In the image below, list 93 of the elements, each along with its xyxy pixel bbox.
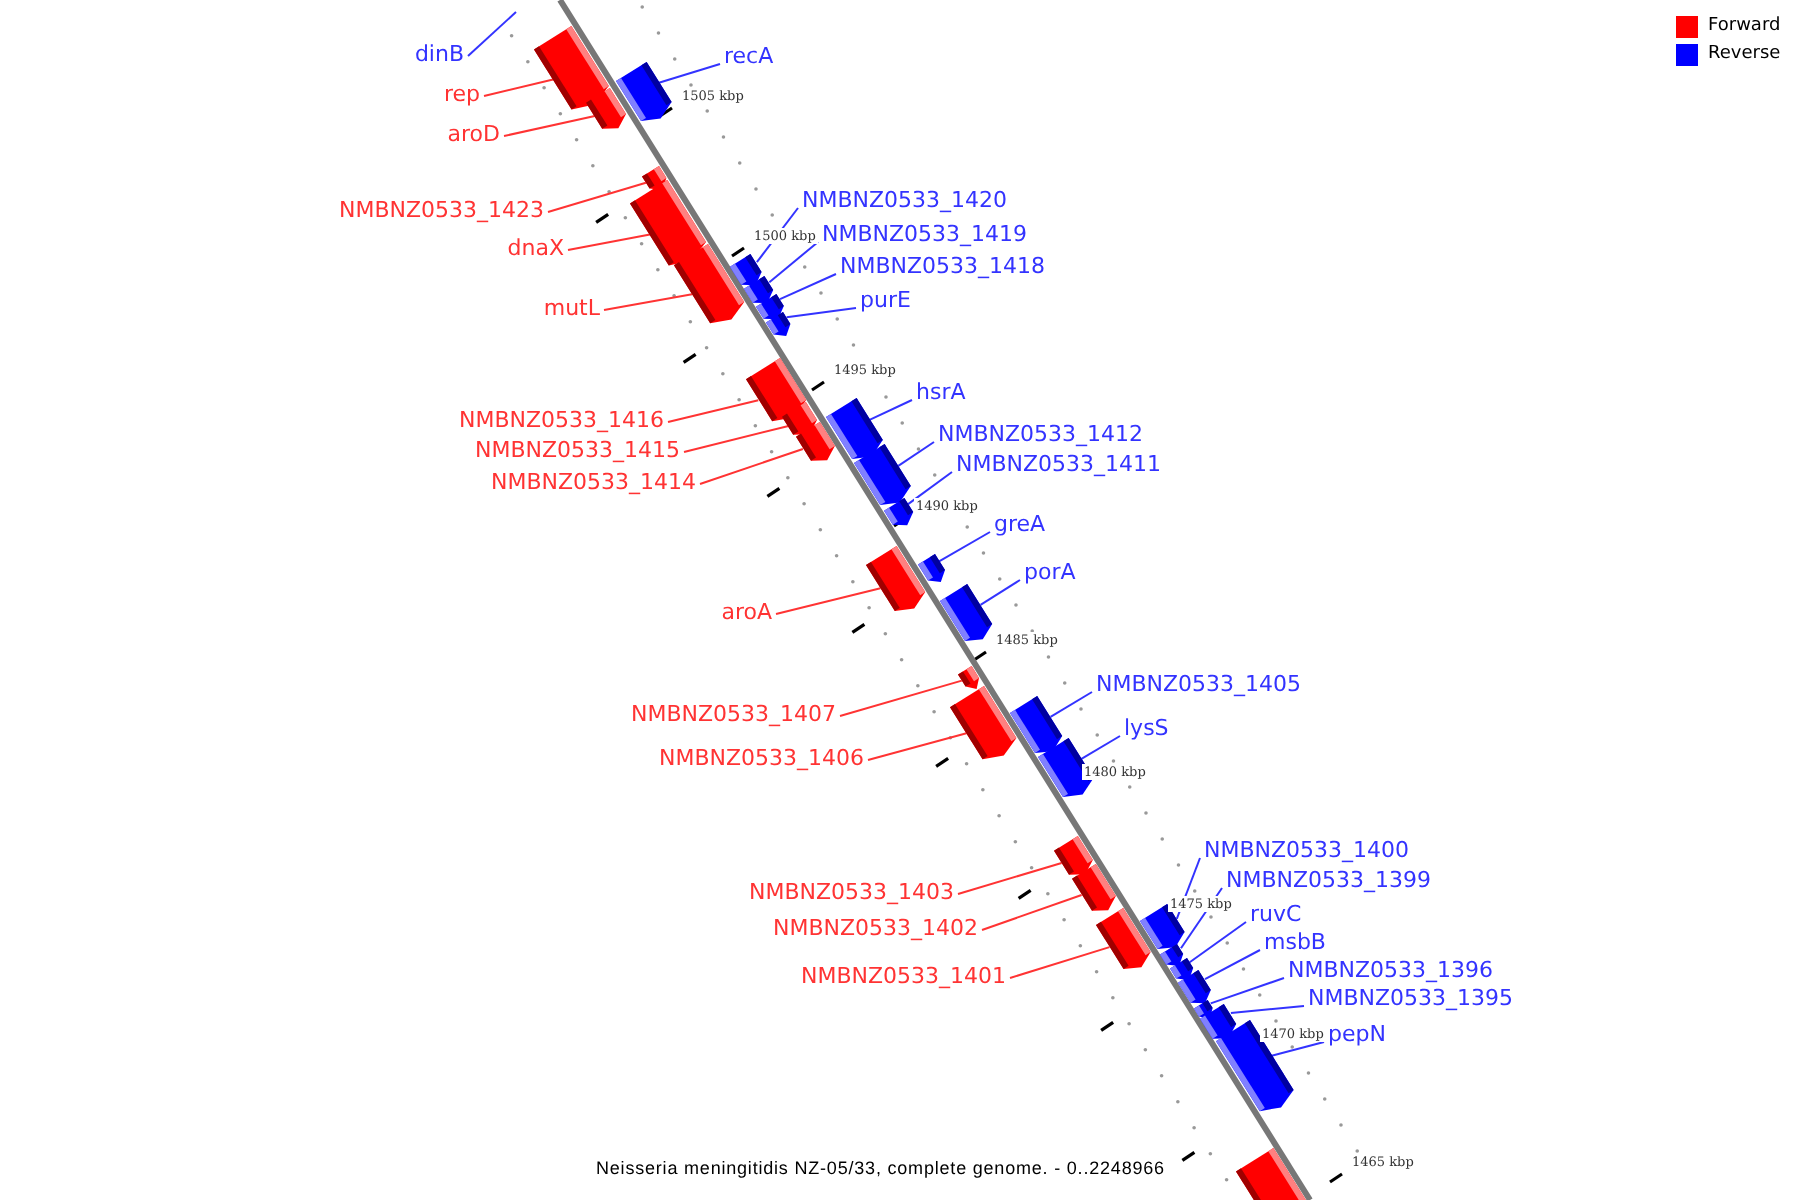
gene-label: aroD — [447, 121, 500, 147]
leader-line — [981, 893, 1083, 931]
forward-gene-block — [866, 546, 926, 612]
gene-label: greA — [994, 511, 1046, 537]
gene-label: NMBNZ0533_1399 — [1226, 867, 1432, 893]
reverse-gene-block — [1169, 957, 1193, 980]
forward-gene-block — [958, 666, 980, 690]
gene-label: NMBNZ0533_1395 — [1308, 985, 1514, 1011]
forward-gene-block — [1095, 908, 1151, 970]
leader-line — [775, 587, 882, 615]
leader-line — [1080, 735, 1121, 760]
gene-label: purE — [860, 287, 911, 313]
leader-line — [1270, 1041, 1325, 1057]
forward-gene-block — [586, 88, 627, 129]
leader-line — [907, 471, 953, 506]
gene-label: NMBNZ0533_1412 — [938, 421, 1144, 447]
leader-line — [699, 447, 804, 485]
reverse-gene-block — [744, 275, 774, 303]
gene-label: NMBNZ0533_1419 — [822, 221, 1028, 247]
leader-line — [567, 233, 651, 251]
forward-gene-block — [1054, 836, 1093, 875]
leader-line — [785, 307, 857, 319]
gene-label: mutL — [543, 295, 600, 321]
gene-label: hsrA — [916, 379, 966, 405]
leader-line — [667, 399, 760, 423]
gene-label: dinB — [414, 41, 464, 67]
gene-label: NMBNZ0533_1403 — [748, 879, 954, 905]
gene-label: ruvC — [1250, 901, 1302, 927]
leader-line — [768, 241, 819, 284]
forward-gene-block — [630, 180, 707, 266]
leader-line — [1204, 949, 1261, 981]
leader-line — [979, 579, 1021, 606]
leader-line — [868, 399, 913, 421]
reverse-gene-block — [765, 311, 791, 336]
reverse-gene-block — [1160, 943, 1185, 966]
leader-line — [938, 531, 991, 563]
leader-line — [1009, 946, 1111, 979]
reverse-gene-block — [1200, 1003, 1238, 1038]
gene-label: pepN — [1328, 1021, 1386, 1047]
reverse-gene-block — [755, 293, 784, 319]
leader-line — [867, 732, 968, 761]
forward-gene-block — [673, 244, 745, 324]
forward-gene-block — [534, 26, 610, 110]
leader-line — [1229, 1005, 1305, 1015]
gene-label: NMBNZ0533_1405 — [1096, 671, 1302, 697]
leader-line — [1049, 691, 1093, 718]
gene-label: lysS — [1124, 715, 1169, 741]
gene-label: NMBNZ0533_1400 — [1204, 837, 1410, 863]
gene-label: NMBNZ0533_1396 — [1288, 957, 1494, 983]
leader-line — [503, 114, 596, 137]
gene-label: rep — [443, 81, 480, 107]
forward-gene-block — [1071, 864, 1116, 911]
reverse-gene-block — [730, 253, 763, 285]
gene-label: NMBNZ0533_1418 — [840, 253, 1046, 279]
reverse-gene-block — [615, 62, 672, 122]
leader-line — [603, 293, 694, 311]
forward-gene-block — [795, 422, 835, 461]
reverse-gene-block — [1010, 696, 1063, 754]
gene-label: NMBNZ0533_1423 — [338, 197, 544, 223]
reverse-gene-block — [825, 398, 883, 460]
leader-line — [683, 424, 790, 453]
reverse-gene-block — [1215, 1020, 1294, 1112]
gene-label: NMBNZ0533_1416 — [458, 407, 664, 433]
leader-line — [467, 11, 517, 57]
leader-line — [547, 181, 647, 213]
leader-line — [957, 861, 1063, 895]
leader-line — [897, 441, 935, 467]
gene-label: NMBNZ0533_1402 — [772, 915, 978, 941]
gene-label: NMBNZ0533_1420 — [802, 187, 1008, 213]
reverse-gene-block — [883, 497, 913, 525]
leader-line — [1209, 977, 1285, 1005]
forward-gene-block — [950, 686, 1017, 760]
gene-label: recA — [724, 43, 774, 69]
caption: Neisseria meningitidis NZ-05/33, complete genome. - 0..2248966 — [596, 1156, 1165, 1180]
legend-label: Forward — [1708, 16, 1781, 38]
reverse-gene-block — [940, 584, 993, 642]
gene-label: NMBNZ0533_1406 — [658, 745, 864, 771]
gene-label: NMBNZ0533_1407 — [630, 701, 836, 727]
gene-label: NMBNZ0533_1401 — [800, 963, 1006, 989]
leader-line — [1188, 921, 1247, 964]
gene-label: NMBNZ0533_1415 — [474, 437, 680, 463]
reverse-gene-block — [917, 553, 945, 582]
gene-label: NMBNZ0533_1411 — [956, 451, 1162, 477]
leader-line — [483, 78, 555, 97]
gene-label: msbB — [1264, 929, 1326, 955]
legend-label: Reverse — [1708, 44, 1781, 66]
leader-line — [657, 63, 721, 84]
gene-label: aroA — [721, 599, 772, 625]
leader-line — [779, 273, 837, 301]
gene-label: dnaX — [507, 235, 564, 261]
gene-label: NMBNZ0533_1414 — [490, 469, 696, 495]
gene-label: porA — [1024, 559, 1076, 585]
leader-line — [839, 679, 963, 717]
